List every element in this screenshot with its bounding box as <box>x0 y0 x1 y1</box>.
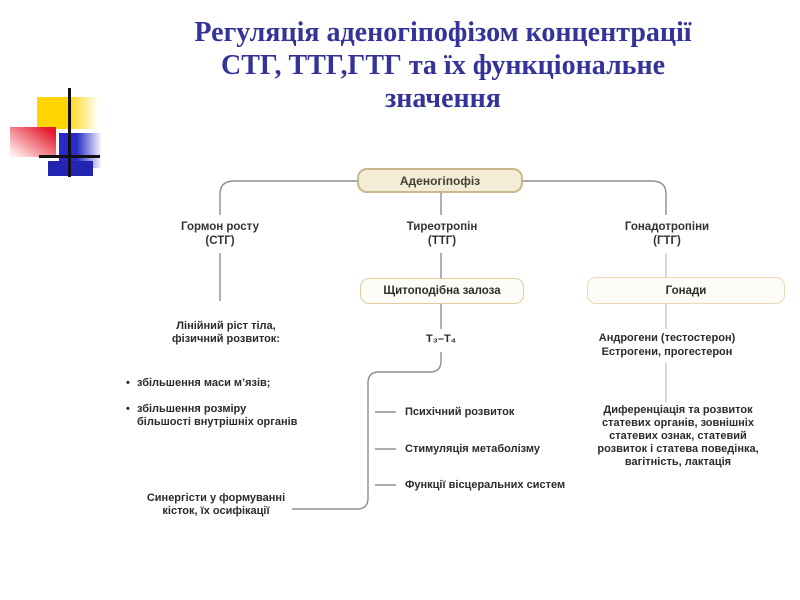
gonadotropins-label: Гонадотропіни (ГТГ) <box>624 221 710 247</box>
decoration-red-square <box>10 127 56 157</box>
t3-t4-label: Т₃–Т₄ <box>426 333 456 345</box>
decoration-vertical-line <box>68 88 71 177</box>
decoration-horizontal-line <box>39 155 100 158</box>
bullet-icon: • <box>126 377 130 389</box>
adenohypophysis-label: Аденогіпофіз <box>399 173 481 188</box>
decoration-navy-square <box>48 161 93 176</box>
gonads-label: Гонади <box>665 284 707 297</box>
slide-title: Регуляція аденогіпофізом концентрації СТ… <box>90 16 796 115</box>
slide-title-line-3: значення <box>385 83 501 114</box>
bullet-icon: • <box>126 403 130 415</box>
gonads-box: Гонади <box>587 277 785 304</box>
bullet-text: збільшення розміру більшості внутрішніх … <box>137 403 298 428</box>
thyroid-effect-item: Функції вісцеральних систем <box>405 479 566 491</box>
growth-effects-heading: Лінійний ріст тіла, фізичний розвиток: <box>172 320 280 345</box>
thyrotropin-label: Тиреотропін (ТТГ) <box>406 221 478 247</box>
corner-decoration <box>0 0 120 200</box>
growth-effects-bullets: • збільшення маси м’язів; • збільшення р… <box>126 364 326 442</box>
thyroid-effect-item: Психічний розвиток <box>405 406 515 418</box>
decoration-yellow-square <box>37 97 97 129</box>
slide-title-line-2: СТГ, ТТГ,ГТГ та їх функціональне <box>220 50 666 81</box>
growth-hormone-label: Гормон росту (СТГ) <box>181 221 259 247</box>
gonad-effects-block: Диференціація та розвиток статевих орган… <box>597 404 759 468</box>
slide-title-line-1: Регуляція аденогіпофізом концентрації <box>194 17 692 48</box>
list-item: • збільшення розміру більшості внутрішні… <box>126 403 326 429</box>
sex-hormones-label: Андрогени (тестостерон) Естрогени, проге… <box>598 332 736 358</box>
thyroid-gland-label: Щитоподібна залоза <box>383 285 501 297</box>
bullet-text: збільшення маси м’язів; <box>137 377 271 389</box>
adenohypophysis-box: Аденогіпофіз <box>357 168 523 193</box>
bone-synergy-note: Синергісти у формуванні кісток, їх осифі… <box>146 492 286 517</box>
thyroid-effect-item: Стимуляція метаболізму <box>405 443 540 455</box>
growth-effects-block: Лінійний ріст тіла, фізичний розвиток: •… <box>126 307 326 455</box>
thyroid-gland-box: Щитоподібна залоза <box>360 278 524 304</box>
list-item: • збільшення маси м’язів; <box>126 377 326 390</box>
